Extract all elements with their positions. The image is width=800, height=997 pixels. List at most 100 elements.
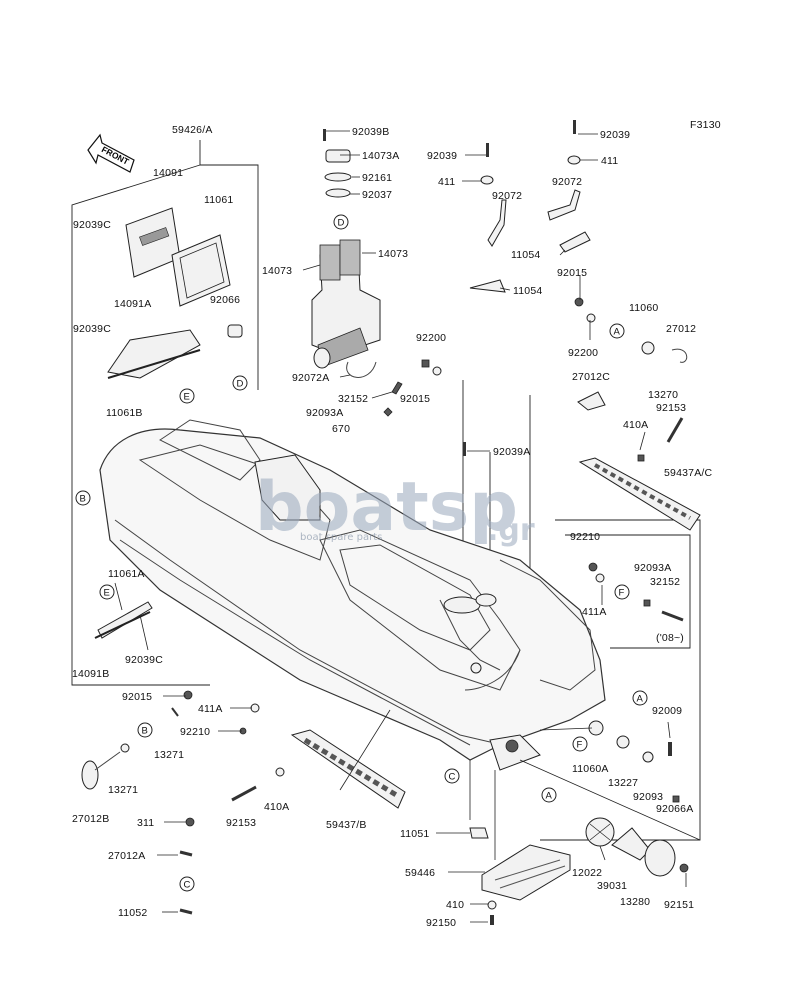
reference-marker: F (572, 736, 588, 752)
part-label: 32152 (338, 393, 368, 405)
part-label: 27012 (666, 323, 696, 335)
watermark: boatsp .gr boat spare parts (255, 468, 535, 548)
part-label: 92161 (362, 172, 392, 184)
part-label: 92200 (568, 347, 598, 359)
svg-text:F: F (577, 740, 583, 751)
part-label: 11061A (108, 568, 145, 580)
bottom-hardware (81, 690, 497, 925)
part-label: 92039C (73, 323, 111, 335)
part-label: 11061 (204, 194, 233, 206)
reference-marker: A (632, 690, 648, 706)
reference-marker: E (179, 388, 195, 404)
part-label: 92093 (633, 791, 663, 803)
part-label: 92039C (73, 219, 111, 231)
part-label: 59446 (405, 867, 435, 879)
reference-marker: F (614, 584, 630, 600)
part-label: 13280 (620, 896, 650, 908)
part-label: 92072 (492, 190, 522, 202)
part-label: 92210 (180, 726, 210, 738)
part-label: 410A (623, 419, 648, 431)
part-label: 11054 (511, 249, 540, 261)
part-label: 13270 (648, 389, 678, 401)
svg-text:C: C (449, 772, 456, 783)
part-label: 11060A (572, 763, 609, 775)
part-label: 13227 (608, 777, 638, 789)
part-label: 411 (438, 176, 455, 188)
grommet-92066 (227, 324, 243, 338)
part-label: 14073 (262, 265, 292, 277)
part-label: 92072 (552, 176, 582, 188)
watermark-tld: .gr (487, 513, 535, 548)
part-label: 13271 (154, 749, 184, 761)
part-label: 14073A (362, 150, 399, 162)
leader-lines (114, 130, 701, 923)
part-label: 92039A (493, 446, 530, 458)
part-label: 92210 (570, 531, 600, 543)
part-label: 27012A (108, 850, 145, 862)
front-arrow-icon: FRONT (87, 133, 135, 173)
part-label: 11054 (513, 285, 542, 297)
bracket-92072 (469, 189, 591, 293)
part-label: 11052 (118, 907, 147, 919)
part-label: 12022 (572, 867, 602, 879)
hull-deck-assembly (99, 419, 606, 771)
part-label: 92093A (306, 407, 343, 419)
svg-text:D: D (338, 218, 345, 229)
reference-marker: D (232, 375, 248, 391)
part-label: 92037 (362, 189, 392, 201)
part-label: 92039C (125, 654, 163, 666)
svg-text:A: A (637, 694, 644, 705)
watermark-main: boatsp (255, 468, 518, 547)
part-label: 27012B (72, 813, 109, 825)
inspection-cover-14091 (125, 207, 181, 278)
part-label: 59437/B (326, 819, 367, 831)
air-duct-14073 (311, 149, 381, 378)
part-label: 32152 (650, 576, 680, 588)
vent-59437A-C (578, 457, 701, 531)
cover-14091B (94, 601, 153, 639)
part-label: 14091B (72, 668, 109, 680)
reference-marker: A (609, 323, 625, 339)
svg-text:B: B (80, 494, 86, 505)
part-label: 411A (582, 606, 607, 618)
part-label: 92093A (634, 562, 671, 574)
hardware-bolts (323, 120, 688, 462)
part-label: 14091A (114, 298, 151, 310)
part-label: 92039 (600, 129, 630, 141)
part-label: 92009 (652, 705, 682, 717)
reference-marker: C (444, 768, 460, 784)
svg-text:F: F (619, 588, 625, 599)
part-label: 27012C (572, 371, 610, 383)
part-label: 410 (446, 899, 464, 911)
reference-marker: E (99, 584, 115, 600)
svg-text:E: E (184, 392, 190, 403)
part-label: 92039B (352, 126, 389, 138)
reference-marker: B (75, 490, 91, 506)
part-label: 411 (601, 155, 618, 167)
part-label: 39031 (597, 880, 627, 892)
fitting-hardware (588, 562, 684, 622)
reference-marker: B (137, 722, 153, 738)
part-label: 11061B (106, 407, 143, 419)
part-label: 410A (264, 801, 289, 813)
svg-text:A: A (546, 791, 553, 802)
cover-14091A (107, 329, 201, 379)
part-label: 92039 (427, 150, 457, 162)
part-label: 92015 (557, 267, 587, 279)
part-label: 411A (198, 703, 223, 715)
pump-cover-59446 (469, 827, 571, 901)
part-label: 11060 (629, 302, 658, 314)
part-label: 92151 (664, 899, 694, 911)
part-label: 92150 (426, 917, 456, 929)
part-label: 311 (137, 817, 154, 829)
gasket-11061 (171, 234, 231, 307)
reference-marker: D (333, 214, 349, 230)
part-labels: 59426/A 14091 11061 92039C 14091A 92066 … (72, 124, 712, 929)
part-label: 59426/A (172, 124, 213, 136)
part-label: 92015 (122, 691, 152, 703)
part-label: 92072A (292, 372, 329, 384)
diagram-code: F3130 (690, 119, 721, 131)
part-label: 14073 (378, 248, 408, 260)
reference-marker: C (179, 876, 195, 892)
